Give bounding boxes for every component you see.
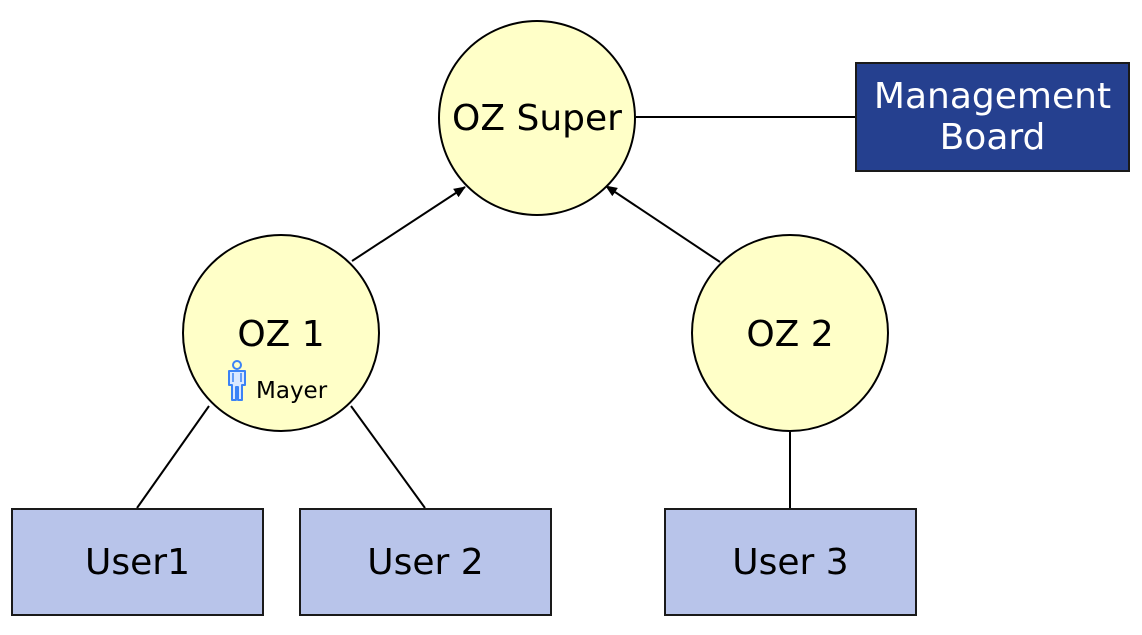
oz1-member[interactable]: Mayer (226, 360, 328, 404)
user3-label: User 3 (732, 541, 849, 583)
oz2-label: OZ 2 (746, 314, 834, 355)
oz-super-node[interactable]: OZ Super (438, 20, 636, 216)
oz2-node[interactable]: OZ 2 (691, 234, 889, 432)
edge-oz1-to-ozsuper (351, 186, 466, 262)
user1-box[interactable]: User1 (11, 508, 264, 616)
user3-box[interactable]: User 3 (664, 508, 917, 616)
oz1-label: OZ 1 (237, 314, 325, 355)
user1-label: User1 (85, 541, 190, 583)
oz1-node[interactable]: OZ 1 (182, 234, 380, 432)
user2-label: User 2 (367, 541, 484, 583)
oz-super-label: OZ Super (452, 98, 622, 139)
edge-oz1-to-user1 (136, 405, 210, 509)
management-board-label-line1: Management (873, 76, 1112, 117)
edge-oz2-to-ozsuper (605, 185, 721, 263)
oz1-member-name: Mayer (256, 378, 328, 404)
management-board-box[interactable]: Management Board (855, 62, 1130, 172)
edge-oz1-to-user2 (350, 405, 426, 509)
person-icon (228, 360, 246, 401)
management-board-label-line2: Board (939, 117, 1046, 158)
user2-box[interactable]: User 2 (299, 508, 552, 616)
